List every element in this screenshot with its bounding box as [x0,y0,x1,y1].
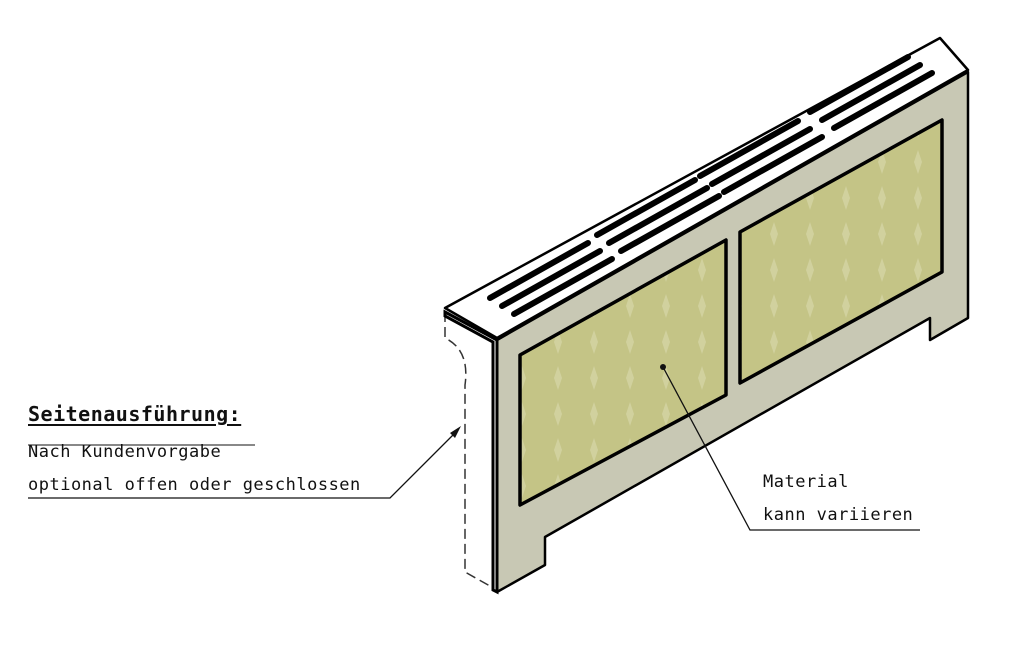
vent-slot [721,134,825,195]
vent-slot [831,70,935,131]
side-note-line1: Nach Kundenvorgabe [28,442,222,462]
material-leader-line [662,366,920,531]
ventilation-slots [487,54,935,317]
vent-slot [807,54,911,115]
vent-slot [618,193,722,254]
vent-slot [709,126,813,187]
side-edge [443,309,499,595]
panel-left [518,238,728,507]
material-note-line2: kann variieren [763,505,914,525]
side-leader-arrow [450,426,461,438]
side-outline-dashed [444,312,498,591]
side-note-title: Seitenausführung: [28,402,242,426]
vent-slot [819,62,923,123]
vent-slot [606,185,710,246]
panel-right [738,118,944,385]
side-leader-line [28,429,459,499]
vent-slot [594,177,698,238]
side-note-line2: optional offen oder geschlossen [28,475,361,495]
material-note-line1: Material [763,472,849,492]
vent-slot [511,256,615,317]
vent-slot [697,118,801,179]
vent-slot [487,240,591,301]
vent-slot [499,248,603,309]
